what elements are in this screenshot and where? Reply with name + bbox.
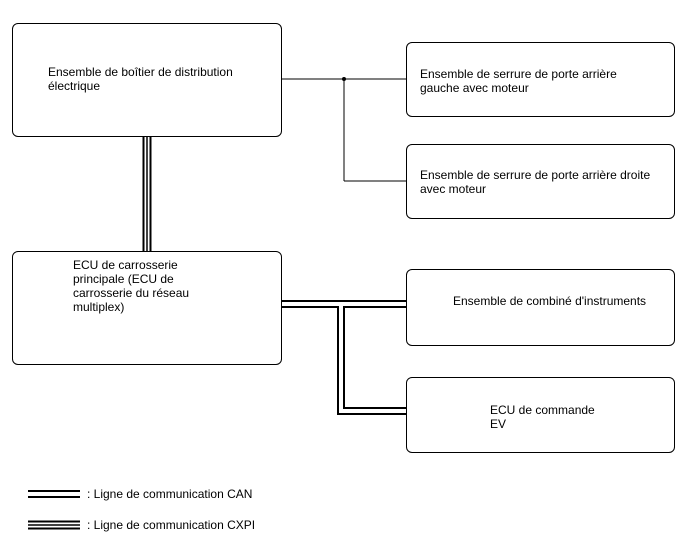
- rear-left-lock-label: Ensemble de serrure de porte arrière gau…: [420, 67, 617, 95]
- can-line-bus: [282, 300, 407, 415]
- main-body-ecu-label: ECU de carrosserie principale (ECU de ca…: [73, 258, 190, 314]
- single-line-to-rear-locks: [282, 78, 407, 182]
- combination-meter-label: Ensemble de combiné d'instruments: [453, 294, 647, 308]
- junction-dot: [342, 77, 346, 81]
- distribution-box-label: Ensemble de boîtier de distribution élec…: [48, 65, 233, 93]
- rear-right-lock-box: Ensemble de serrure de porte arrière dro…: [406, 144, 675, 219]
- combination-meter-box: Ensemble de combiné d'instruments: [406, 269, 675, 346]
- rear-left-lock-box: Ensemble de serrure de porte arrière gau…: [406, 42, 675, 117]
- legend-cxpi-label: : Ligne de communication CXPI: [87, 518, 256, 532]
- legend-can-label: : Ligne de communication CAN: [87, 487, 253, 501]
- main-body-ecu-box: ECU de carrosserie principale (ECU de ca…: [12, 251, 282, 365]
- distribution-box: Ensemble de boîtier de distribution élec…: [12, 23, 282, 137]
- rear-right-lock-label: Ensemble de serrure de porte arrière dro…: [420, 168, 651, 196]
- ev-control-ecu-box: ECU de commande EV: [406, 377, 675, 453]
- ev-control-ecu-label: ECU de commande EV: [490, 403, 595, 431]
